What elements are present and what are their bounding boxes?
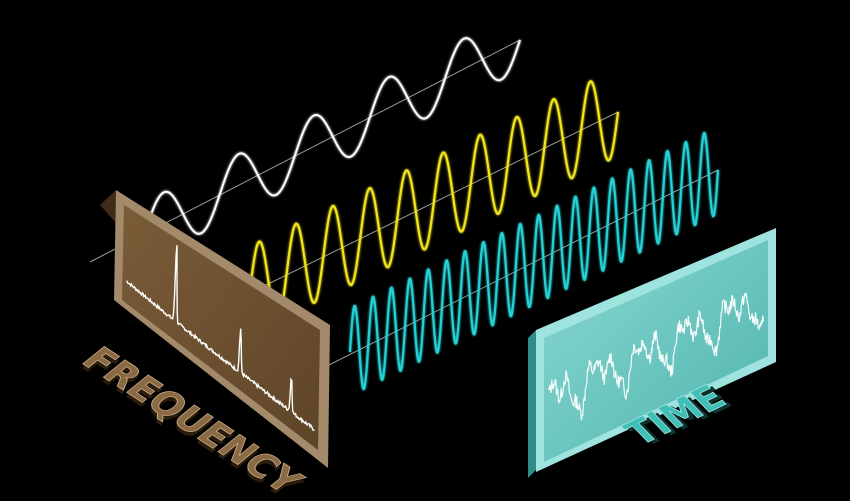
time-signal-trace xyxy=(547,292,765,421)
time-panel-face xyxy=(544,240,768,462)
frequency-panel xyxy=(100,190,330,468)
time-panel-side xyxy=(528,330,536,478)
frequency-spectrum-trace xyxy=(126,245,315,432)
frequency-panel-face xyxy=(122,205,320,450)
wave-low xyxy=(144,37,521,235)
time-panel xyxy=(528,228,776,478)
wave-mid xyxy=(248,80,620,322)
sine-waves xyxy=(144,37,720,391)
wave-high xyxy=(348,131,720,391)
